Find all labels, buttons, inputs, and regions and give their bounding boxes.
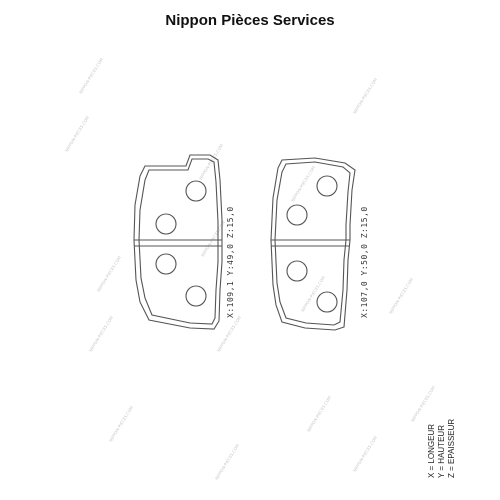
mount-hole <box>286 260 308 282</box>
legend-y: Y = HAUTEUR <box>437 425 446 478</box>
brake-pad-right <box>270 157 356 331</box>
mount-hole <box>155 213 177 235</box>
legend-z: Z = EPAISSEUR <box>447 418 456 478</box>
legend-x: X = LONGEUR <box>427 423 436 478</box>
pad-inner-outline <box>274 161 351 326</box>
dimension-legend: X = LONGEUR Y = HAUTEUR Z = EPAISSEUR <box>427 419 457 478</box>
pad-dimensions-right: X:107,0 Y:50,0 Z:15,0 <box>360 206 369 318</box>
pad-outline <box>270 157 356 331</box>
mount-hole <box>316 291 338 313</box>
mount-hole <box>316 175 338 197</box>
mount-hole <box>155 253 177 275</box>
mount-hole <box>185 285 207 307</box>
pad-inner-outline <box>138 158 219 325</box>
mount-hole <box>286 204 308 226</box>
brake-pad-left <box>133 154 223 330</box>
mount-hole <box>185 180 207 202</box>
pad-dimensions-left: X:109,1 Y:49,0 Z:15,0 <box>226 206 235 318</box>
page-title: Nippon Pièces Services <box>165 12 335 29</box>
